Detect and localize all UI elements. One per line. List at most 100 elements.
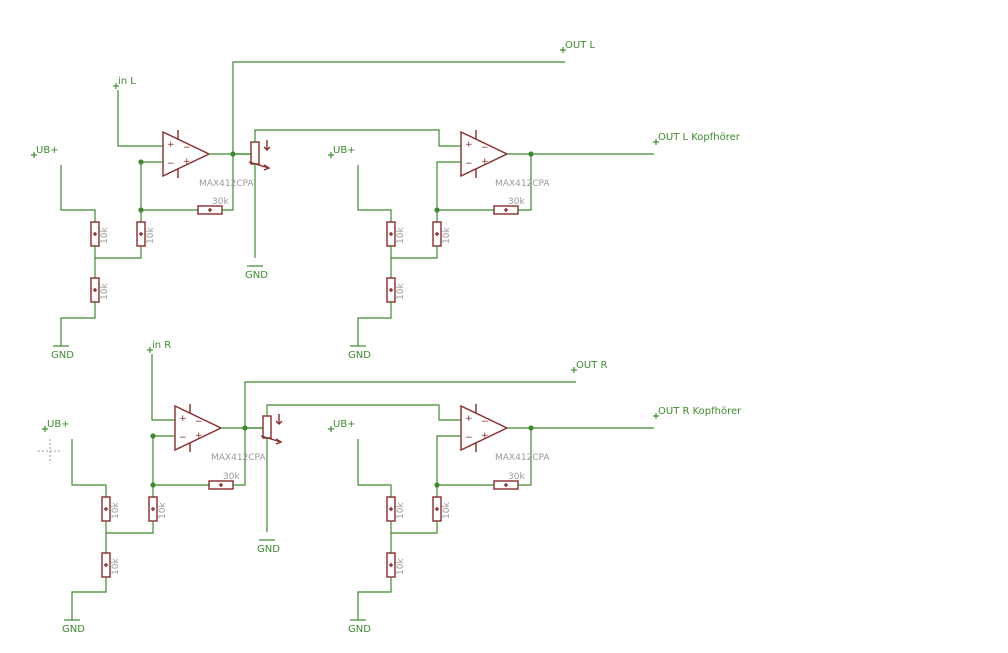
- ground-wire: [357, 302, 392, 346]
- resistor-10k[interactable]: 10k: [148, 496, 168, 522]
- resistor-value-label: 10k: [158, 502, 168, 519]
- gnd-label: GND: [257, 544, 280, 555]
- left-headphone-stage: +−−+OUT L Kopfhörer30k10kUB+10k10kGNDMAX…: [328, 129, 741, 361]
- ub-wire: [60, 165, 96, 222]
- opamp-symbol[interactable]: +−−+: [460, 130, 509, 178]
- resistor-10k[interactable]: 10k: [432, 496, 452, 522]
- gnd-label: GND: [348, 624, 371, 635]
- inverting-input-wire: [140, 161, 198, 211]
- ground-wire: [357, 577, 392, 620]
- gnd-label: GND: [245, 270, 268, 281]
- resistor-value-label: 10k: [146, 227, 156, 244]
- ground-symbol: GND: [348, 345, 371, 361]
- opamp-symbol[interactable]: +−−+: [460, 404, 509, 452]
- resistor-value-label: 10k: [396, 283, 406, 300]
- resistor-value-label: 10k: [111, 558, 121, 575]
- ub-label: UB+: [36, 145, 59, 156]
- ub-label: UB+: [333, 419, 356, 430]
- opamp-supply-minus: −: [195, 417, 203, 427]
- stage-input-wire: [437, 129, 461, 147]
- divider-mid-wire: [391, 521, 438, 534]
- ground-wire: [60, 302, 96, 346]
- opamp-supply-minus: −: [481, 417, 489, 427]
- junction-dot: [138, 159, 144, 165]
- resistor-value-label: 30k: [212, 197, 229, 207]
- wiper-wire: [254, 129, 437, 142]
- opamp-symbol[interactable]: +−−+: [174, 404, 223, 452]
- opamp-triangle: [174, 404, 223, 452]
- potentiometer-arrow: [275, 438, 283, 445]
- feedback-wire: [222, 154, 234, 211]
- gnd-label: GND: [62, 624, 85, 635]
- resistor-10k[interactable]: 10k: [386, 277, 406, 303]
- ub-label: UB+: [47, 419, 70, 430]
- resistor-30k[interactable]: 30k: [493, 472, 525, 490]
- input-wire: [117, 90, 163, 147]
- inverting-input-wire: [152, 435, 209, 486]
- ground-symbol: GND: [245, 265, 268, 281]
- right-input-stage: in R+−−+OUT R30k10kUB+10k10kGNDMAX412CPA…: [42, 340, 607, 635]
- opamp-supply-plus: +: [481, 157, 489, 167]
- ground-symbol: GND: [51, 345, 74, 361]
- resistor-value-label: 10k: [396, 227, 406, 244]
- resistor-30k[interactable]: 30k: [493, 197, 525, 215]
- resistor-10k[interactable]: 10k: [386, 496, 406, 522]
- divider-mid-wire: [95, 246, 142, 259]
- out-l-headphone-label: OUT L Kopfhörer: [658, 132, 741, 143]
- resistor-10k[interactable]: 10k: [386, 221, 406, 247]
- resistor-value-label: 10k: [396, 558, 406, 575]
- in-r-label: in R: [152, 340, 171, 351]
- resistor-30k[interactable]: 30k: [197, 197, 229, 215]
- opamp-supply-minus: −: [183, 143, 191, 153]
- resistor-value-label: 30k: [508, 197, 525, 207]
- ub-label: UB+: [333, 145, 356, 156]
- ub-wire: [357, 165, 392, 222]
- divider-mid-wire: [391, 246, 438, 259]
- opamp-plus-sign: +: [179, 414, 187, 424]
- potentiometer[interactable]: [248, 140, 271, 171]
- out-r-headphone-label: OUT R Kopfhörer: [658, 406, 742, 417]
- resistor-value-label: 10k: [442, 502, 452, 519]
- input-wire: [151, 354, 175, 421]
- resistor-10k[interactable]: 10k: [101, 552, 121, 578]
- resistor-30k[interactable]: 30k: [208, 472, 240, 490]
- ground-symbol: GND: [62, 619, 85, 635]
- opamp-minus-sign: −: [179, 433, 187, 443]
- opamp-supply-plus: +: [195, 431, 203, 441]
- resistor-value-label: 10k: [100, 227, 110, 244]
- resistor-value-label: 10k: [111, 502, 121, 519]
- ub-wire: [71, 439, 107, 497]
- opamp-supply-plus: +: [183, 157, 191, 167]
- stage-input-wire: [437, 404, 461, 421]
- inverting-input-wire: [436, 435, 494, 486]
- resistor-10k[interactable]: 10k: [386, 552, 406, 578]
- potentiometer[interactable]: [260, 414, 283, 445]
- opamp-name-label: MAX412CPA: [495, 453, 550, 463]
- resistor-value-label: 10k: [100, 283, 110, 300]
- resistor-10k[interactable]: 10k: [90, 277, 110, 303]
- opamp-symbol[interactable]: +−−+: [162, 130, 211, 178]
- junction-dot: [150, 433, 156, 439]
- resistor-10k[interactable]: 10k: [432, 221, 452, 247]
- resistor-10k[interactable]: 10k: [136, 221, 156, 247]
- potentiometer-adjust-mark: [263, 146, 271, 151]
- opamp-minus-sign: −: [167, 159, 175, 169]
- potentiometer-arrow: [263, 164, 271, 171]
- feedback-wire: [518, 428, 532, 486]
- resistor-10k[interactable]: 10k: [90, 221, 110, 247]
- opamp-triangle: [460, 130, 509, 178]
- opamp-minus-sign: −: [465, 433, 473, 443]
- opamp-triangle: [460, 404, 509, 452]
- opamp-name-label: MAX412CPA: [495, 179, 550, 189]
- opamp-plus-sign: +: [465, 140, 473, 150]
- resistor-value-label: 30k: [508, 472, 525, 482]
- out-line-wire: [244, 381, 576, 428]
- potentiometer-wiper: [260, 435, 282, 443]
- feedback-wire: [518, 154, 532, 211]
- out-r-label: OUT R: [576, 360, 607, 371]
- resistor-10k[interactable]: 10k: [101, 496, 121, 522]
- opamp-supply-minus: −: [481, 143, 489, 153]
- opamp-minus-sign: −: [465, 159, 473, 169]
